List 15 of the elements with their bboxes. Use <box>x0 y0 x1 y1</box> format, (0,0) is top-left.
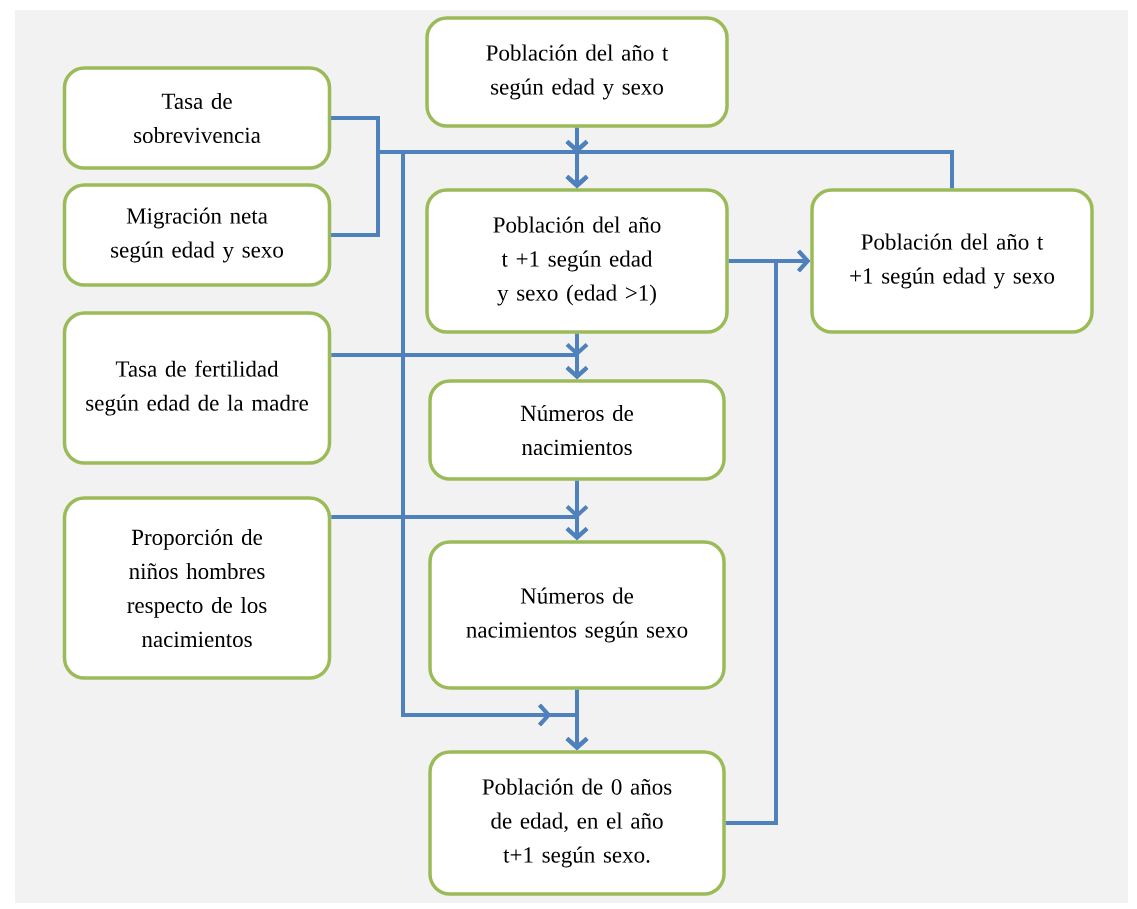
arrow <box>565 689 589 751</box>
process-box: Números de nacimientos según sexo <box>428 540 726 690</box>
process-box: Población del año t +1 según edad y sexo <box>810 188 1094 334</box>
process-box: Números de nacimientos <box>428 379 726 481</box>
process-box: Tasa de sobrevivencia <box>62 66 332 170</box>
process-box: Migración neta según edad y sexo <box>62 183 332 287</box>
process-box: Tasa de fertilidad según edad de la madre <box>62 311 332 465</box>
arrow <box>331 505 589 541</box>
arrow <box>565 140 954 189</box>
arrow <box>725 249 811 825</box>
process-box: Proporción de niños hombres respecto de los nacimientos <box>62 496 332 680</box>
process-box: Población del año t +1 según edad y sexo (edad >1) <box>425 188 729 334</box>
process-box: Población de 0 años de edad, en el año t+1 según sexo. <box>428 750 726 896</box>
arrow <box>331 343 589 380</box>
process-box: Población del año t según edad y sexo <box>425 16 729 128</box>
